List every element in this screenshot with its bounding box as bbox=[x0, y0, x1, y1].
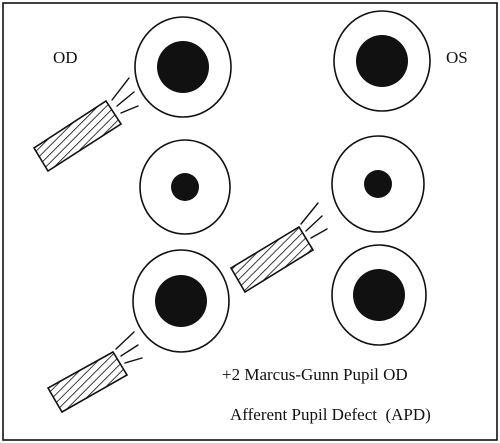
label-diagnosis: Afferent Pupil Defect (APD) bbox=[230, 405, 431, 424]
light-ray bbox=[300, 202, 319, 225]
pupil-dilated bbox=[353, 269, 405, 321]
light-ray bbox=[116, 91, 135, 107]
flashlight-body bbox=[229, 225, 315, 294]
flashlight-icon bbox=[229, 202, 328, 294]
eye-od-row2 bbox=[139, 139, 231, 235]
pupil-constricted bbox=[171, 173, 199, 201]
light-ray bbox=[120, 105, 139, 114]
flashlight-body bbox=[32, 99, 123, 173]
light-ray bbox=[124, 357, 143, 364]
flashlight-icon bbox=[32, 77, 139, 173]
label-finding: +2 Marcus-Gunn Pupil OD bbox=[222, 365, 408, 384]
pupil-constricted bbox=[364, 170, 392, 198]
pupil-dilated bbox=[155, 275, 207, 327]
label-od: OD bbox=[53, 48, 78, 67]
flashlight-body bbox=[46, 350, 129, 414]
light-ray bbox=[310, 228, 328, 239]
light-ray bbox=[111, 77, 130, 101]
eye-od-row1 bbox=[134, 16, 232, 118]
eye-od-row3 bbox=[132, 249, 230, 353]
flashlight-icon bbox=[46, 331, 143, 414]
light-ray bbox=[115, 331, 135, 350]
pupil-dilated bbox=[157, 41, 209, 93]
pupil-dilated bbox=[356, 35, 408, 87]
light-ray bbox=[120, 344, 139, 357]
label-os: OS bbox=[446, 48, 468, 67]
eye-os-row2 bbox=[331, 135, 425, 233]
eye-os-row1 bbox=[333, 10, 431, 112]
light-ray bbox=[305, 215, 323, 232]
eye-os-row3 bbox=[331, 244, 427, 346]
